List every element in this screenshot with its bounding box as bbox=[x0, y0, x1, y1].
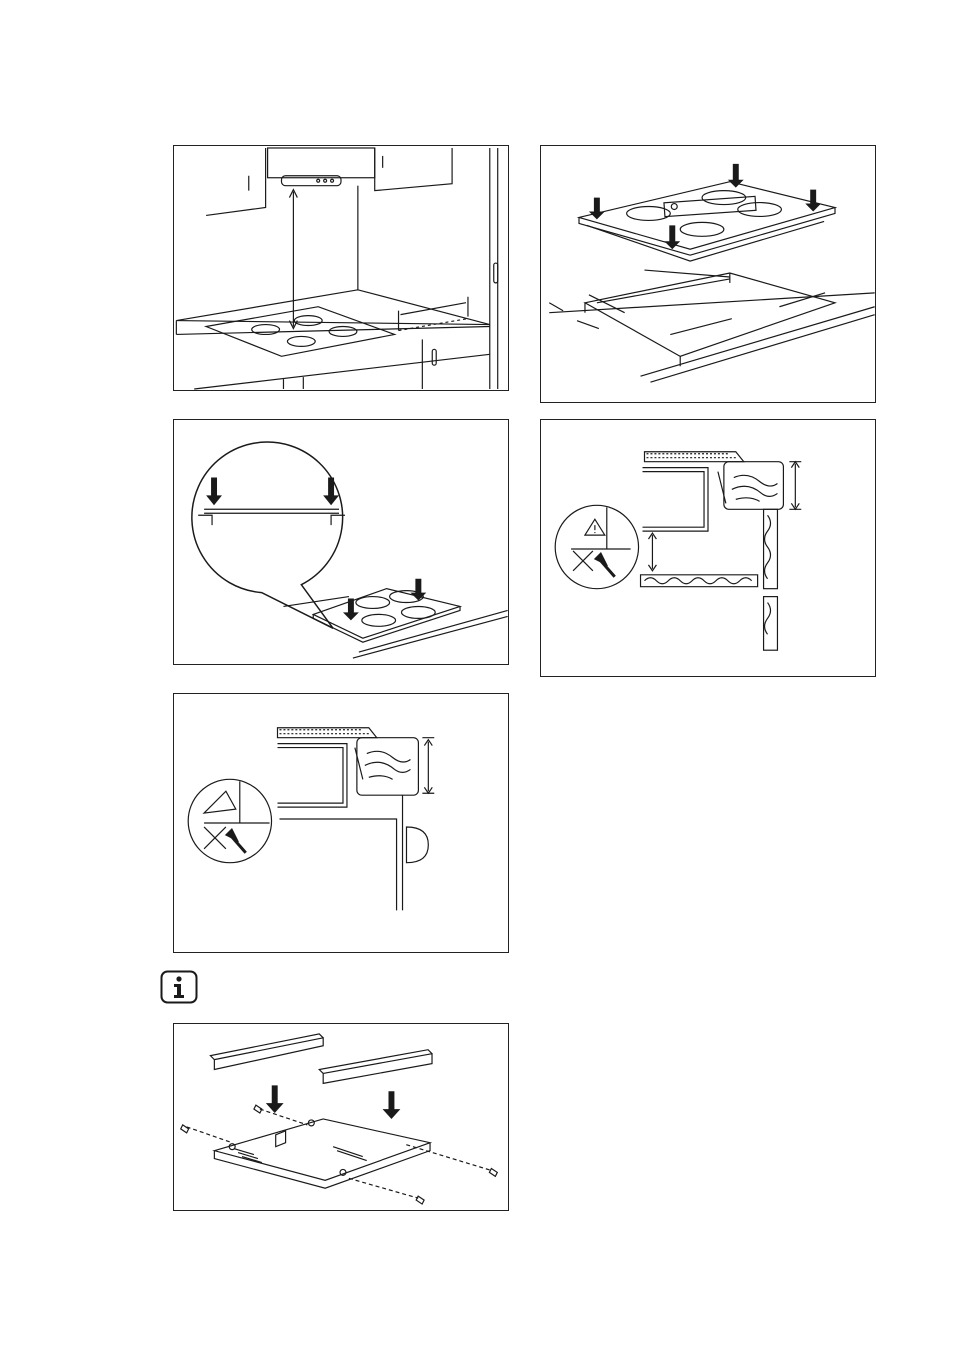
figure-frame-assembly bbox=[173, 1023, 509, 1211]
info-icon bbox=[160, 970, 198, 1004]
figure-hob-cutout bbox=[540, 145, 876, 403]
figure-press-down-detail bbox=[173, 419, 509, 665]
figure-section-door bbox=[173, 693, 509, 953]
figure-section-drawer bbox=[540, 419, 876, 677]
figure-hood-clearance bbox=[173, 145, 509, 391]
